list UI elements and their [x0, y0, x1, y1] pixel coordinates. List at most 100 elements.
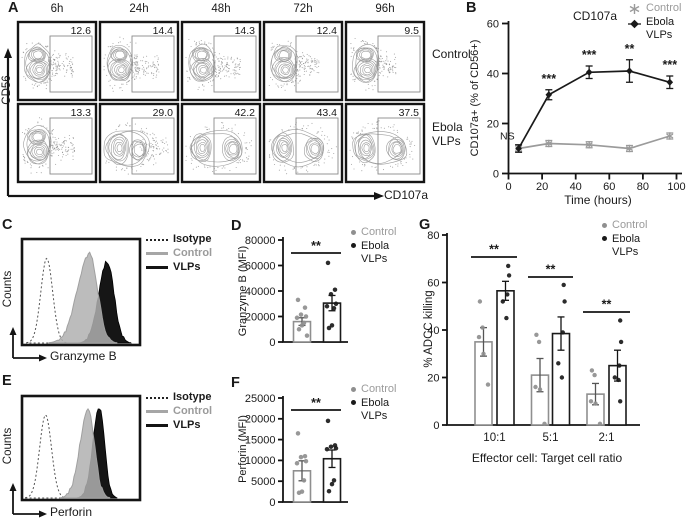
svg-text:20: 20	[536, 181, 548, 193]
legend-item-ebola-vlps: Ebola VLPs	[628, 16, 690, 41]
isotype-dotted-line-icon	[146, 396, 168, 399]
panel-c-y-axis-label: Counts	[2, 270, 14, 308]
panel-g-legend: Control Ebola VLPs	[602, 219, 656, 259]
svg-text:20000: 20000	[245, 311, 276, 323]
legend-item-isotype: Isotype	[146, 391, 212, 404]
svg-text:20: 20	[427, 372, 439, 384]
legend-label: VLPs	[173, 261, 201, 274]
svg-text:40: 40	[570, 181, 582, 193]
vlps-black-line-icon	[146, 266, 168, 270]
panel-f-label: F	[231, 375, 240, 391]
control-star-marker-icon	[629, 3, 640, 14]
legend-label: Ebola VLPs	[361, 240, 390, 265]
legend-item-ebola-vlps: Ebola VLPs	[602, 233, 656, 258]
panel-c-x-axis-label: Granzyme B	[50, 349, 117, 363]
legend-label: Ebola VLPs	[612, 233, 641, 258]
panel-b-x-axis-label: Time (hours)	[564, 193, 632, 207]
svg-text:42.2: 42.2	[235, 107, 256, 119]
svg-text:5000: 5000	[251, 476, 275, 488]
panel-b-title: CD107a	[572, 9, 618, 23]
ebola-dot-icon	[351, 400, 356, 406]
panel-g-label: G	[419, 217, 431, 233]
legend-item-vlps: VLPs	[146, 261, 212, 274]
svg-text:***: ***	[662, 58, 677, 72]
flow-col-header-96h: 96h	[375, 3, 395, 15]
flow-row-label-control: Control	[432, 47, 471, 61]
panel-g-x-axis-label: Effector cell: Target cell ratio	[471, 451, 623, 465]
panel-d-y-axis-label: Granzyme B (MFI)	[237, 245, 249, 337]
legend-label: Control	[173, 247, 213, 260]
svg-text:0: 0	[505, 181, 511, 193]
svg-text:12.4: 12.4	[317, 25, 338, 37]
svg-text:37.5: 37.5	[399, 107, 420, 119]
legend-label: Ebola VLPs	[646, 16, 675, 41]
panel-c-legend: Isotype Control VLPs	[146, 233, 212, 276]
panel-a-x-axis-label: CD107a	[384, 188, 429, 202]
isotype-dotted-line-icon	[146, 238, 168, 241]
svg-text:20: 20	[487, 118, 499, 130]
legend-item-ebola-vlps: Ebola VLPs	[351, 397, 405, 422]
svg-text:80: 80	[637, 181, 649, 193]
svg-text:9.5: 9.5	[404, 25, 419, 37]
panel-g-y-axis-label: % ADCC killing	[423, 290, 435, 368]
svg-text:0: 0	[433, 420, 439, 432]
svg-text:20000: 20000	[245, 414, 276, 426]
legend-item-control: Control	[146, 405, 212, 418]
panel-e-legend: Isotype Control VLPs	[146, 391, 212, 434]
svg-text:80000: 80000	[245, 235, 276, 247]
svg-text:25000: 25000	[245, 393, 276, 405]
control-gray-line-icon	[146, 410, 168, 414]
ebola-diamond-marker-icon	[628, 19, 641, 29]
svg-text:**: **	[602, 298, 612, 312]
legend-item-control: Control	[351, 383, 405, 396]
panel-c-label: C	[2, 217, 13, 233]
legend-item-control: Control	[602, 219, 656, 232]
svg-text:***: ***	[542, 72, 557, 86]
svg-text:40: 40	[487, 68, 499, 80]
svg-text:15000: 15000	[245, 434, 276, 446]
legend-label: Control	[361, 383, 397, 395]
svg-text:80: 80	[427, 230, 439, 242]
panel-e-label: E	[2, 373, 12, 389]
panel-d-legend: Control Ebola VLPs	[351, 226, 405, 266]
svg-text:12.6: 12.6	[71, 25, 92, 37]
control-gray-line-icon	[146, 252, 168, 256]
legend-label: Control	[173, 405, 213, 418]
svg-text:43.4: 43.4	[317, 107, 338, 119]
svg-text:NS: NS	[500, 131, 515, 143]
flow-row-label-ebola-vlps: Ebola VLPs	[432, 120, 463, 148]
panel-c-plot	[9, 237, 142, 362]
flow-col-header-48h: 48h	[211, 3, 231, 15]
panel-f-y-axis-label: Perforin (MFI)	[237, 415, 249, 483]
svg-text:**: **	[625, 42, 635, 56]
svg-text:60: 60	[427, 277, 439, 289]
svg-text:**: **	[311, 239, 321, 253]
svg-text:100: 100	[667, 181, 685, 193]
svg-text:5:1: 5:1	[543, 432, 559, 444]
ebola-dot-icon	[602, 236, 607, 242]
svg-text:0: 0	[269, 337, 275, 349]
svg-text:2:1: 2:1	[599, 432, 615, 444]
ebola-dot-icon	[351, 243, 356, 249]
svg-text:29.0: 29.0	[153, 107, 174, 119]
svg-text:60: 60	[487, 18, 499, 30]
legend-item-vlps: VLPs	[146, 419, 212, 432]
legend-label: Control	[646, 2, 682, 14]
panel-b-label: B	[466, 0, 477, 16]
legend-item-control: Control	[628, 2, 690, 15]
legend-label: Control	[361, 226, 397, 238]
legend-label: Control	[612, 219, 648, 231]
panel-e-plot	[9, 394, 142, 518]
control-dot-icon	[351, 230, 356, 236]
svg-text:14.4: 14.4	[153, 25, 174, 37]
svg-text:10:1: 10:1	[483, 432, 505, 444]
legend-label: Isotype	[173, 391, 212, 403]
legend-label: VLPs	[173, 419, 201, 432]
svg-text:**: **	[489, 243, 499, 257]
